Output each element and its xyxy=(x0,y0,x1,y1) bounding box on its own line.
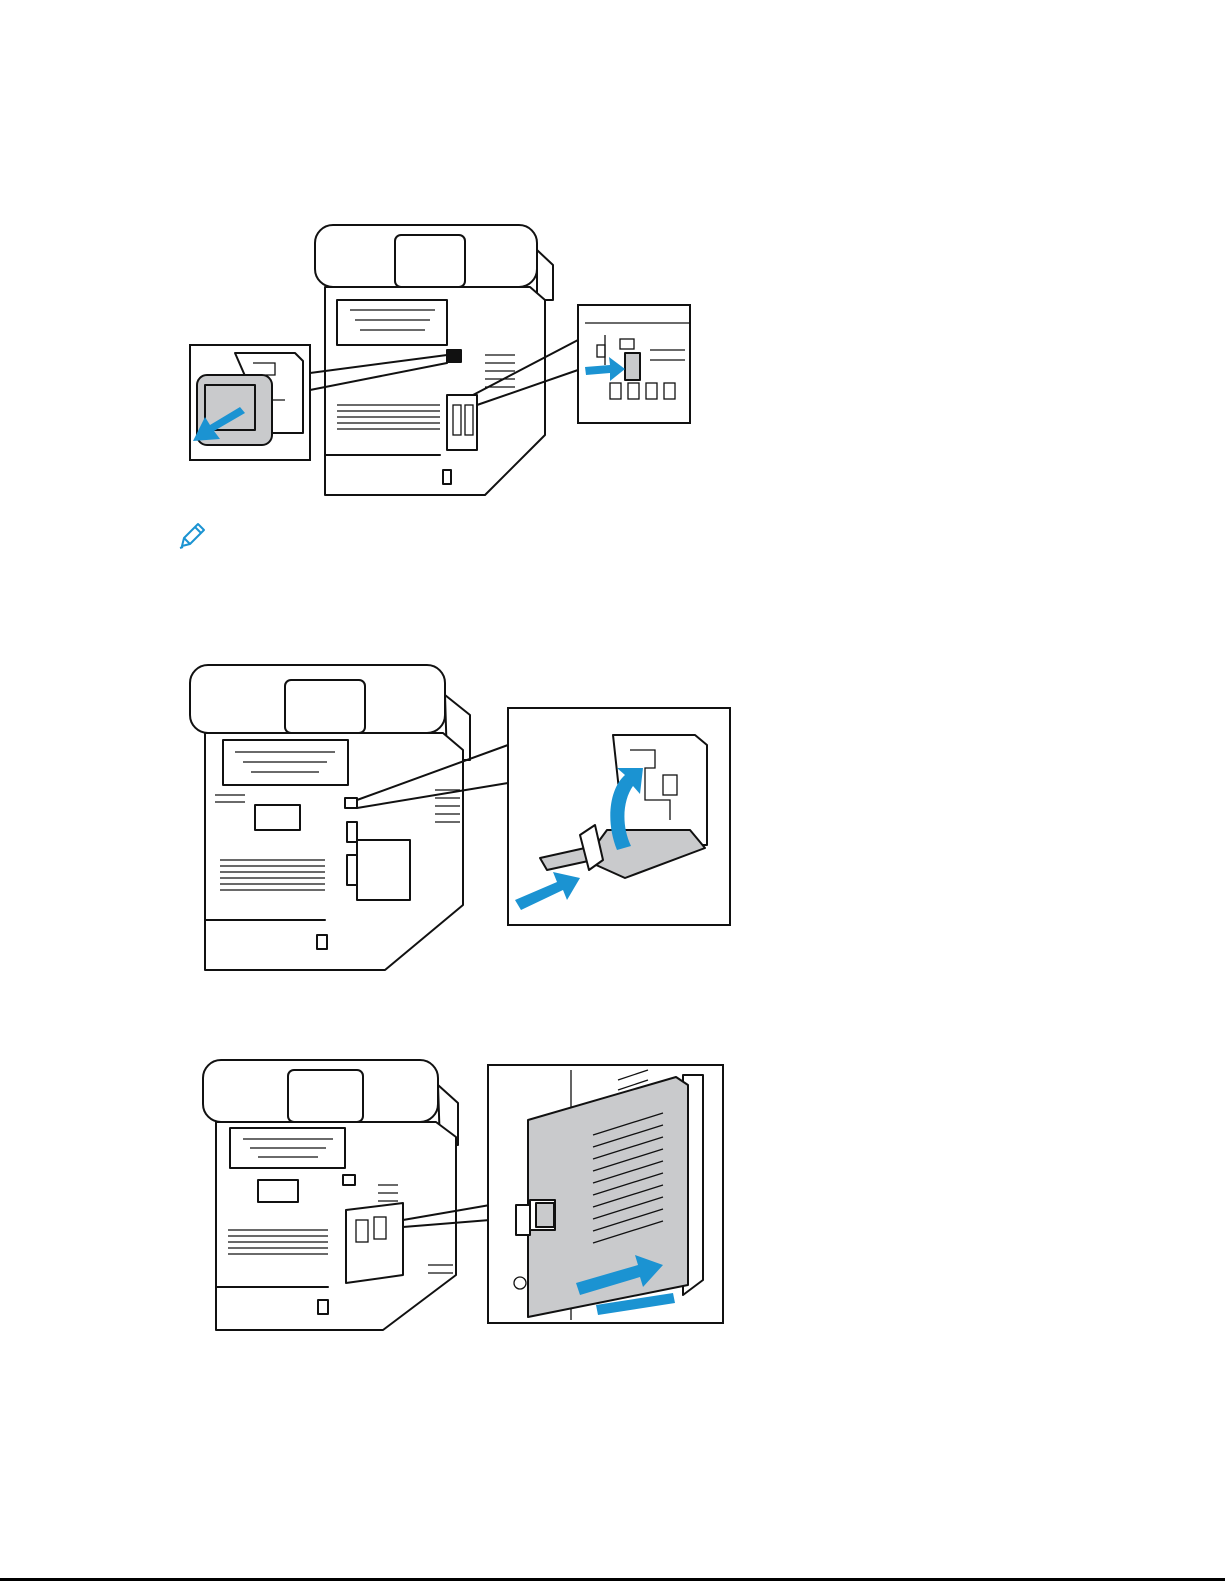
figure-3-attach-cover xyxy=(198,1055,728,1335)
inset-remove-port-cover xyxy=(190,345,310,460)
inset-install-bracket xyxy=(508,708,730,925)
inset-attach-cover xyxy=(488,1065,723,1323)
pencil-note-icon xyxy=(178,520,208,550)
printer-rear-view xyxy=(315,225,553,495)
inset-press-latch xyxy=(578,305,690,423)
printer-rear-view xyxy=(203,1060,458,1330)
printer-rear-view xyxy=(190,665,470,970)
page-footer-rule xyxy=(0,1578,1225,1581)
figure-2-install-bracket xyxy=(185,660,735,975)
figure-1-remove-cover xyxy=(185,205,695,500)
